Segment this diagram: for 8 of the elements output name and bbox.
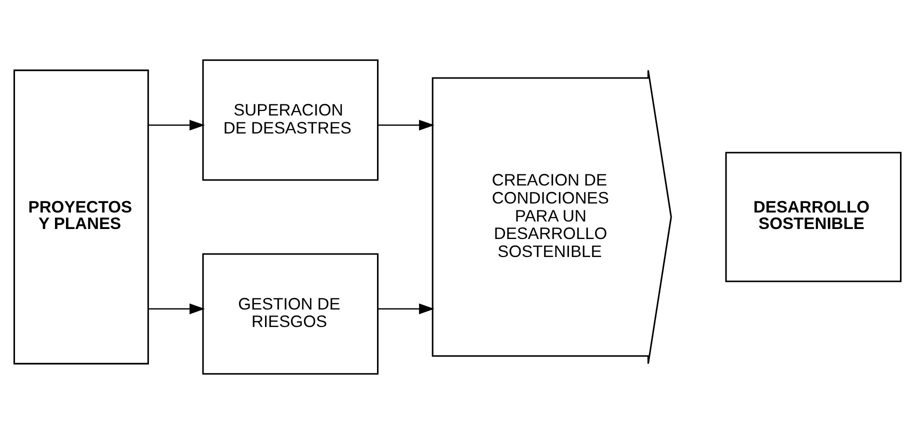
arrow: [148, 303, 205, 314]
arrow: [378, 120, 434, 131]
arrow: [378, 303, 434, 314]
arrow: [148, 120, 205, 131]
node-box: DESARROLLO SOSTENIBLE: [725, 152, 902, 282]
node-box: GESTION DE RIESGOS: [202, 253, 379, 375]
node-box: SUPERACION DE DESASTRES: [202, 59, 379, 181]
node-box: PROYECTOS Y PLANES: [13, 70, 149, 364]
